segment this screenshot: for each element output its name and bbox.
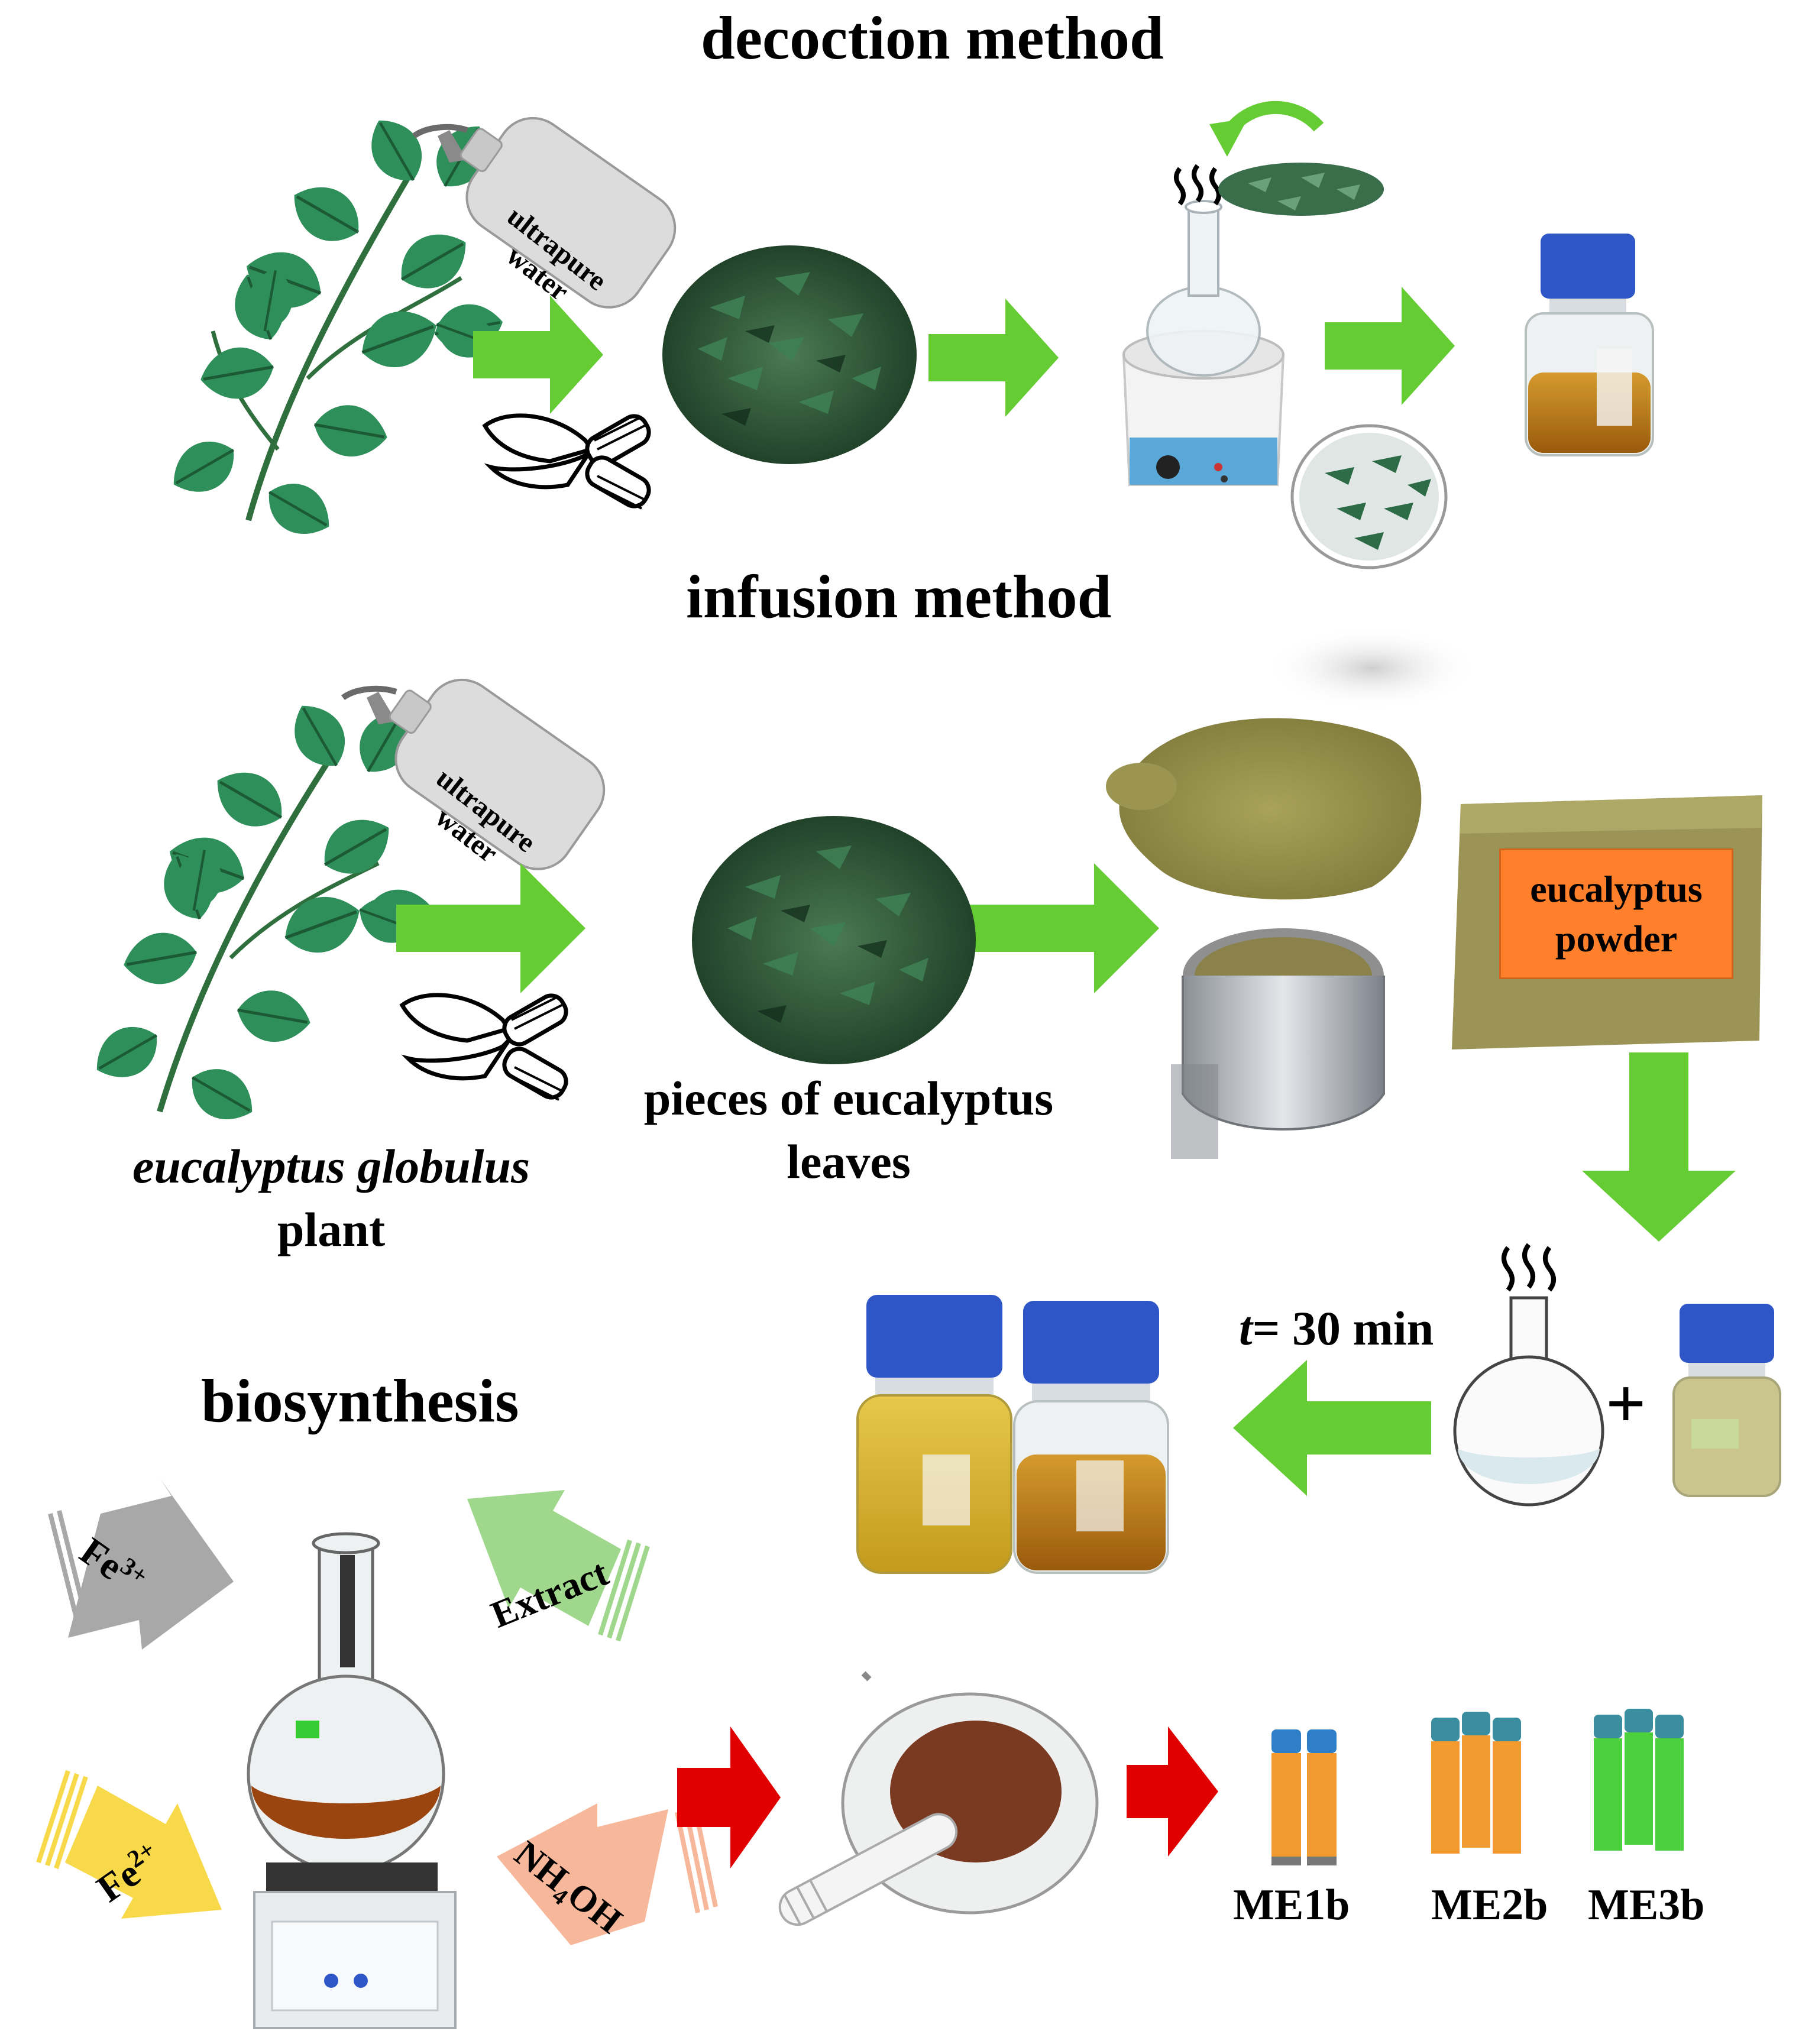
heating-mantle-image [1122,164,1285,486]
pieces-line2: leaves [787,1134,911,1188]
plant-species: eucalyptus globulus [132,1139,530,1193]
shadow-blob [1266,627,1478,710]
vials-me2b-image [1431,1712,1521,1854]
scissors-icon [399,993,568,1101]
round-flask-image [1453,1243,1604,1507]
eucalyptus-plant-image [85,694,436,1133]
process-arrow-decoction-2 [928,299,1059,417]
process-arrow-infusion-down [1582,1052,1736,1242]
leaf-pieces-pile-image [662,245,917,464]
time-value: = 30 min [1252,1301,1434,1355]
nh4oh-arrow [497,1803,718,1963]
pieces-label: pieces of eucalyptus leaves [603,1067,1094,1193]
biosynthesis-title: biosynthesis [201,1367,519,1435]
process-arrow-decoction-3 [1325,287,1455,405]
wash-bottle-image [412,116,677,309]
wash-bottle-image [341,678,606,870]
pieces-line1: pieces of eucalyptus [643,1071,1054,1125]
plant-word: plant [277,1202,386,1256]
process-arrow-infusion-2 [970,863,1159,993]
process-arrow-infusion-left [1233,1360,1431,1496]
sample-label-me3b: ME3b [1588,1881,1705,1929]
powder-jar-image [1672,1304,1781,1497]
powder-pile-image [1106,718,1422,900]
vials-me1b-image [1271,1729,1337,1865]
extract-bottles-image [856,1295,1169,1574]
mortar-image [778,1671,1099,1926]
time-label: t= 30 min [1239,1301,1434,1356]
time-variable: t [1239,1301,1253,1355]
plant-label: eucalyptus globulus plant [77,1135,585,1261]
vials-me3b-image [1594,1709,1684,1851]
leaf-pieces-small-image [1218,163,1384,216]
sample-label-me2b: ME2b [1431,1881,1548,1929]
powder-label-box: eucalyptus powder [1499,848,1733,979]
petri-dish-image [1290,424,1448,569]
fe2-arrow [36,1770,222,1919]
extract-arrow [467,1490,650,1642]
plus-sign: + [1606,1364,1646,1443]
curved-arrow [1209,101,1324,157]
infusion-title: infusion method [686,563,1112,631]
sample-label-me1b: ME1b [1233,1881,1350,1929]
leaf-pieces-pile-image [692,816,976,1064]
fe3-arrow [48,1478,234,1650]
eucalyptus-plant-image [162,109,507,548]
scissors-icon [482,413,651,510]
process-arrow-infusion-1 [396,863,585,993]
powder-line1: eucalyptus [1530,868,1703,911]
extract-bottle-image [1525,234,1654,456]
red-arrow-1 [677,1726,781,1868]
red-arrow-2 [1127,1726,1218,1857]
decoction-title: decoction method [701,4,1164,72]
grinder-image [1171,928,1385,1159]
reaction-setup-image [247,1532,457,2029]
powder-line2: powder [1555,917,1678,960]
process-arrow-decoction-1 [473,296,603,414]
